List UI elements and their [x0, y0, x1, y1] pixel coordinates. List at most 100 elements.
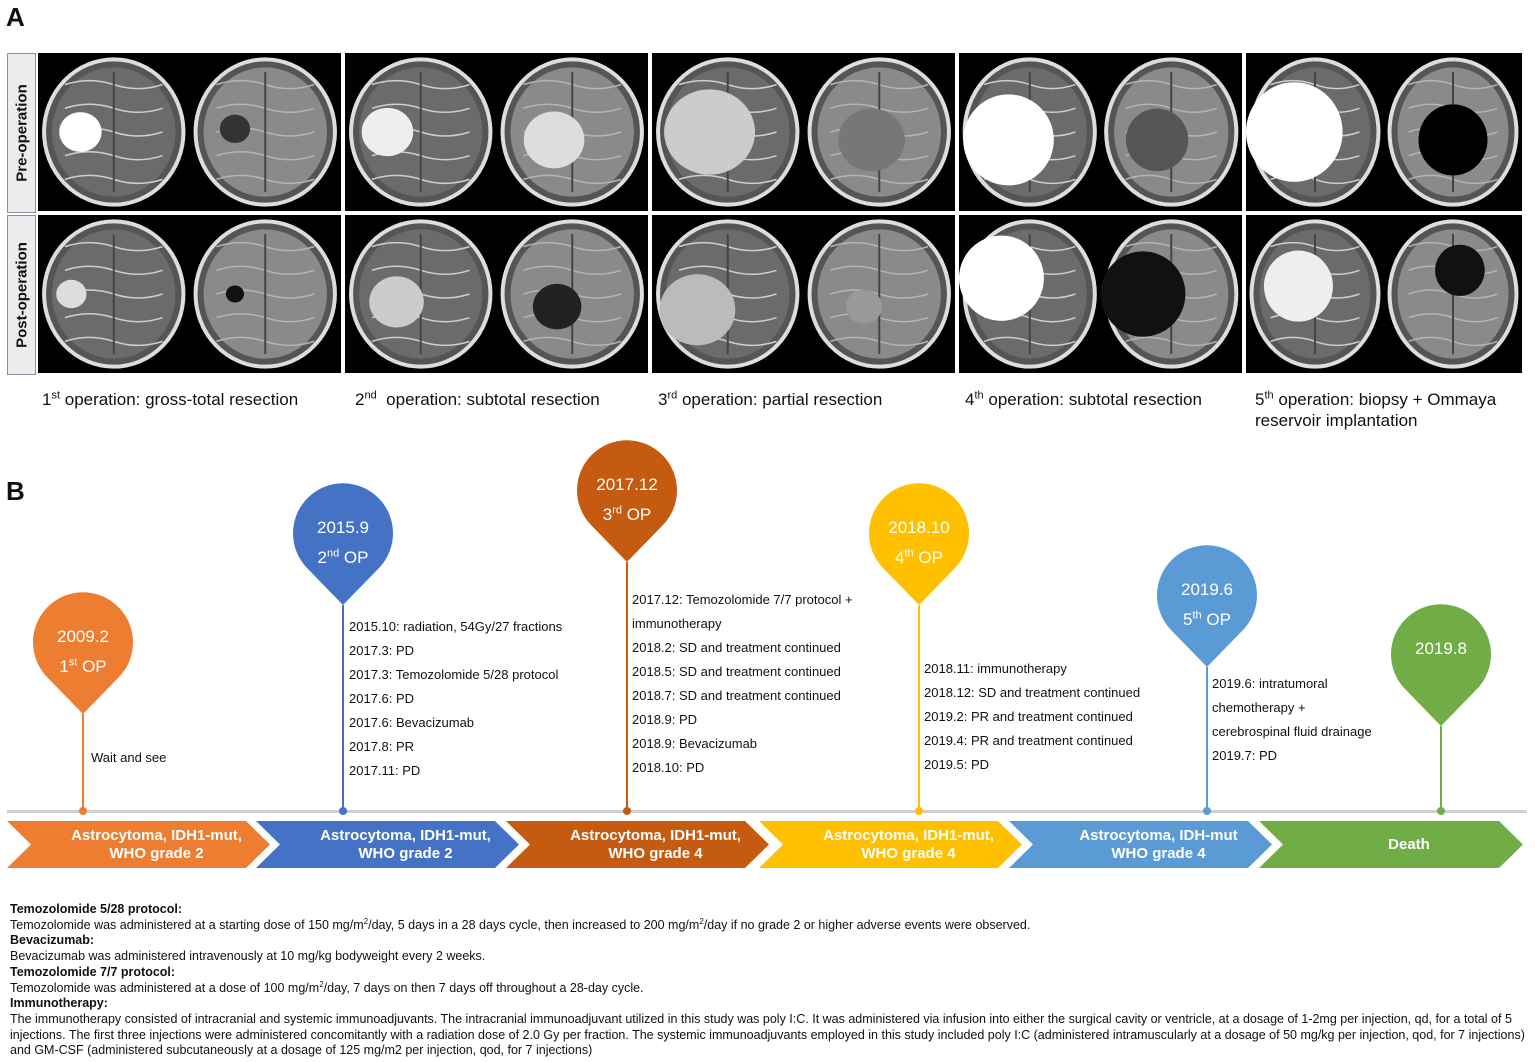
event-item: 2018.11: immunotherapy [924, 661, 1067, 676]
event-item: 2019.4: PR and treatment continued [924, 733, 1133, 748]
post-operation-label: Post-operation [13, 242, 30, 348]
brain-scan-icon [42, 57, 337, 207]
event-item: 2017.3: Temozolomide 5/28 protocol [349, 667, 559, 682]
milestone-dot [915, 807, 923, 815]
brain-scan-icon [349, 57, 644, 207]
pin-shape [32, 592, 133, 714]
event-item: 2019.2: PR and treatment continued [924, 709, 1133, 724]
event-item: 2018.2: SD and treatment continued [632, 640, 841, 655]
stage-chevron-6: Death [1259, 821, 1523, 868]
mri-image-post-op4 [959, 215, 1242, 373]
timeline-axis [7, 810, 1527, 813]
milestone-pin-2019-6: 2019.6 5th OP [1157, 545, 1257, 668]
event-item: 2017.8: PR [349, 739, 415, 754]
milestone-pin-2018: 2018.10 4th OP [869, 483, 969, 606]
op1-caption: 1st operation: gross-total resection [42, 389, 299, 409]
note-text-immunotherapy: The immunotherapy consisted of intracran… [10, 1011, 1525, 1058]
mri-image-pre-op1 [38, 53, 341, 211]
milestone-date: 2009.2 [57, 627, 109, 646]
stage-chevron-1: Astrocytoma, IDH1-mut,WHO grade 2 [7, 821, 270, 868]
note-title-tmz528: Temozolomide 5/28 protocol: [10, 902, 183, 916]
milestone-date: 2019.6 [1181, 580, 1233, 599]
milestone-date: 2015.9 [317, 518, 369, 537]
milestone-pin-2017: 2017.12 3rd OP [577, 440, 677, 563]
event-item: 2018.10: PD [632, 760, 705, 775]
milestone-pin-2009: 2009.2 1st OP [32, 592, 133, 715]
mri-image-pre-op5 [1246, 53, 1522, 211]
op5-caption: 5th operation: biopsy + Ommaya reservoir… [1255, 389, 1497, 430]
milestone-date: 2019.8 [1415, 639, 1467, 658]
stage-chevron-3: Astrocytoma, IDH1-mut,WHO grade 4 [506, 821, 769, 868]
milestone-op: 5th OP [1183, 609, 1231, 629]
note-text-tmz77: Temozolomide was administered at a dose … [10, 979, 644, 995]
event-item: 2019.6: intratumoral [1212, 676, 1328, 691]
milestone-op: 1st OP [59, 656, 107, 676]
milestone-stem [918, 605, 920, 812]
mri-image-post-op3 [652, 215, 955, 373]
mri-image-pre-op2 [345, 53, 648, 211]
mri-image-post-op2 [345, 215, 648, 373]
op4-caption: 4th operation: subtotal resection [965, 389, 1202, 409]
mri-image-post-op5 [1246, 215, 1522, 373]
note-text-tmz528: Temozolomide was administered at a start… [10, 916, 1031, 932]
milestone-date: 2018.10 [888, 518, 950, 537]
event-item: 2018.9: Bevacizumab [632, 736, 758, 751]
milestone-dot [339, 807, 347, 815]
protocol-notes: Temozolomide 5/28 protocol: Temozolomide… [10, 902, 1525, 1059]
note-text-bevacizumab: Bevacizumab was administered intravenous… [10, 949, 486, 964]
milestone-op: 2nd OP [317, 547, 369, 567]
event-item: 2017.12: Temozolomide 7/7 protocol + [632, 592, 853, 607]
pin-shape [293, 483, 393, 605]
events-op2: 2015.10: radiation, 54Gy/27 fractions 20… [349, 615, 562, 783]
op3-caption: 3rd operation: partial resection [658, 389, 883, 409]
brain-scan-icon [962, 57, 1239, 207]
milestone-date: 2017.12 [596, 475, 658, 494]
pin-shape [1157, 545, 1257, 667]
event-item: 2018.7: SD and treatment continued [632, 688, 841, 703]
events-op5: 2019.6: intratumoral chemotherapy + cere… [1212, 672, 1372, 768]
op2-caption: 2nd operation: subtotal resection [355, 389, 600, 409]
milestone-pin-2015: 2015.9 2nd OP [293, 483, 393, 606]
event-item: immunotherapy [632, 616, 722, 631]
milestone-dot [1437, 807, 1445, 815]
note-title-immunotherapy: Immunotherapy: [10, 996, 108, 1011]
milestone-stem [626, 562, 628, 812]
milestone-pin-2019-8: 2019.8 [1391, 604, 1491, 727]
event-item: chemotherapy + [1212, 700, 1306, 715]
event-item: 2018.5: SD and treatment continued [632, 664, 841, 679]
brain-scan-icon [656, 57, 951, 207]
milestone-stem [82, 714, 84, 812]
post-operation-row-label: Post-operation [7, 215, 36, 375]
brain-scan-icon [959, 219, 1239, 369]
event-item: 2017.6: Bevacizumab [349, 715, 475, 730]
panel-a-label: A [6, 2, 25, 32]
pin-shape [1391, 604, 1491, 726]
note-title-tmz77: Temozolomide 7/7 protocol: [10, 964, 176, 979]
event-item: 2019.7: PD [1212, 748, 1278, 763]
milestone-op: 4th OP [895, 547, 943, 567]
milestone-dot [1203, 807, 1211, 815]
pin-shape [869, 483, 969, 605]
brain-scan-icon [1246, 57, 1519, 207]
events-op1: Wait and see [91, 746, 166, 770]
events-op3: 2017.12: Temozolomide 7/7 protocol + imm… [632, 588, 853, 780]
note-title-bevacizumab: Bevacizumab: [10, 933, 95, 948]
pre-operation-label: Pre-operation [13, 84, 30, 182]
event-item: 2017.6: PD [349, 691, 415, 706]
event-item: 2017.11: PD [349, 763, 421, 778]
milestone-dot [79, 807, 87, 815]
milestone-dot [623, 807, 631, 815]
event-item: 2019.5: PD [924, 757, 990, 772]
mri-image-pre-op4 [959, 53, 1242, 211]
event-item: Wait and see [91, 750, 167, 765]
event-item: 2018.12: SD and treatment continued [924, 685, 1141, 700]
brain-scan-icon [349, 219, 644, 369]
brain-scan-icon [42, 219, 337, 369]
event-item: 2017.3: PD [349, 643, 415, 658]
event-item: 2015.10: radiation, 54Gy/27 fractions [349, 619, 563, 634]
brain-scan-icon [656, 219, 951, 369]
stage-chevron-2: Astrocytoma, IDH1-mut,WHO grade 2 [256, 821, 519, 868]
event-item: 2018.9: PD [632, 712, 698, 727]
pre-operation-row-label: Pre-operation [7, 53, 36, 213]
